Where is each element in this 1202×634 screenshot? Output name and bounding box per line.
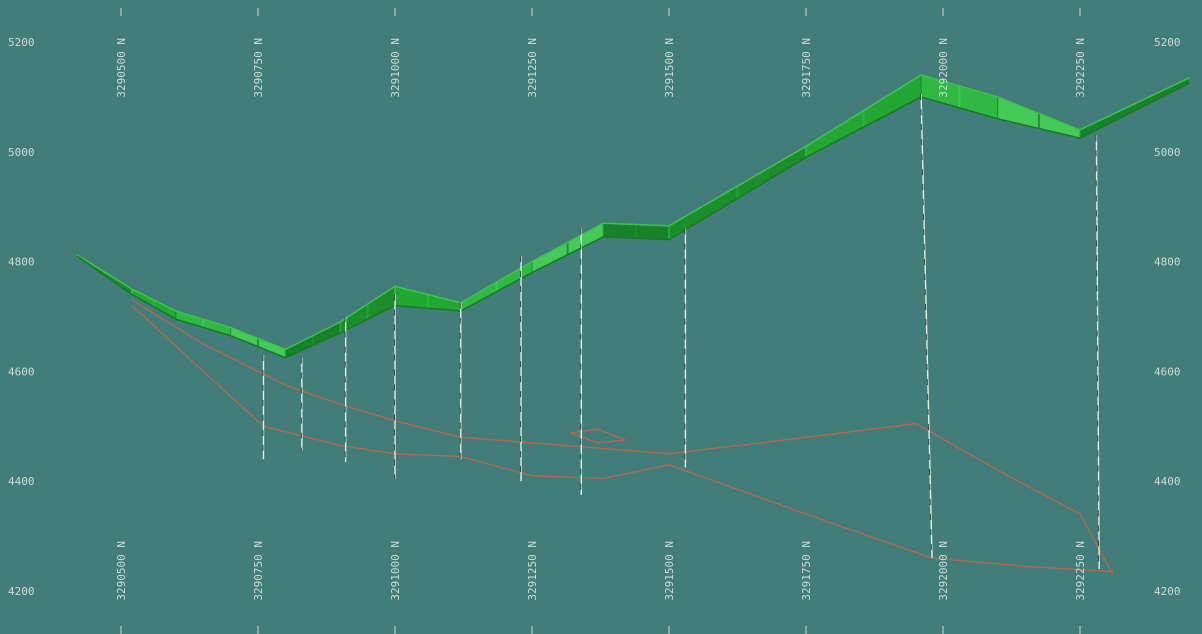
northing-label: 3291750 N — [800, 38, 813, 98]
drill-holes — [262, 94, 1100, 570]
elevation-label: 4800 — [1154, 256, 1181, 269]
northing-label: 3292250 N — [1074, 541, 1087, 601]
northing-label: 3290750 N — [252, 38, 265, 98]
northing-label: 3290500 N — [115, 541, 128, 601]
elevation-label: 4400 — [1154, 475, 1181, 488]
northing-label: 3291500 N — [663, 541, 676, 601]
northing-label: 3290500 N — [115, 38, 128, 98]
elevation-label: 5200 — [1154, 36, 1181, 49]
elevation-label: 5000 — [8, 146, 35, 159]
northing-label: 3291000 N — [389, 541, 402, 601]
elevation-label: 5000 — [1154, 146, 1181, 159]
elevation-label: 4600 — [1154, 365, 1181, 378]
northing-label: 3292000 N — [937, 541, 950, 601]
elevation-label: 4200 — [1154, 585, 1181, 598]
boundary-line — [131, 299, 1114, 575]
northing-labels-bottom: 3290500 N 3290750 N 3291000 N 3291250 N 3291… — [115, 541, 1087, 601]
northing-label: 3292250 N — [1074, 38, 1087, 98]
drill-hole-interval — [1095, 135, 1100, 570]
elevation-label: 4400 — [8, 475, 35, 488]
terrain-bottom-edge — [76, 82, 1190, 359]
elevation-label: 4600 — [8, 365, 35, 378]
elevation-labels-left: 5200 5000 4800 4600 4400 4200 — [8, 36, 35, 598]
northing-label: 3291250 N — [526, 541, 539, 601]
northing-label: 3291000 N — [389, 38, 402, 98]
northing-label: 3290750 N — [252, 541, 265, 601]
elevation-labels-right: 5200 5000 4800 4600 4400 4200 — [1154, 36, 1181, 598]
northing-label: 3291500 N — [663, 38, 676, 98]
axis-ticks — [120, 8, 1081, 634]
elevation-label: 4800 — [8, 256, 35, 269]
northing-label: 3292000 N — [937, 38, 950, 98]
elevation-label: 4200 — [8, 585, 35, 598]
northing-labels-top: 3290500 N 3290750 N 3291000 N 3291250 N 3291… — [115, 38, 1087, 98]
northing-label: 3291750 N — [800, 541, 813, 601]
boundary-line — [570, 428, 626, 444]
drill-hole-interval — [920, 94, 933, 559]
terrain-top-edge — [76, 74, 1190, 351]
northing-label: 3291250 N — [526, 38, 539, 98]
elevation-label: 5200 — [8, 36, 35, 49]
